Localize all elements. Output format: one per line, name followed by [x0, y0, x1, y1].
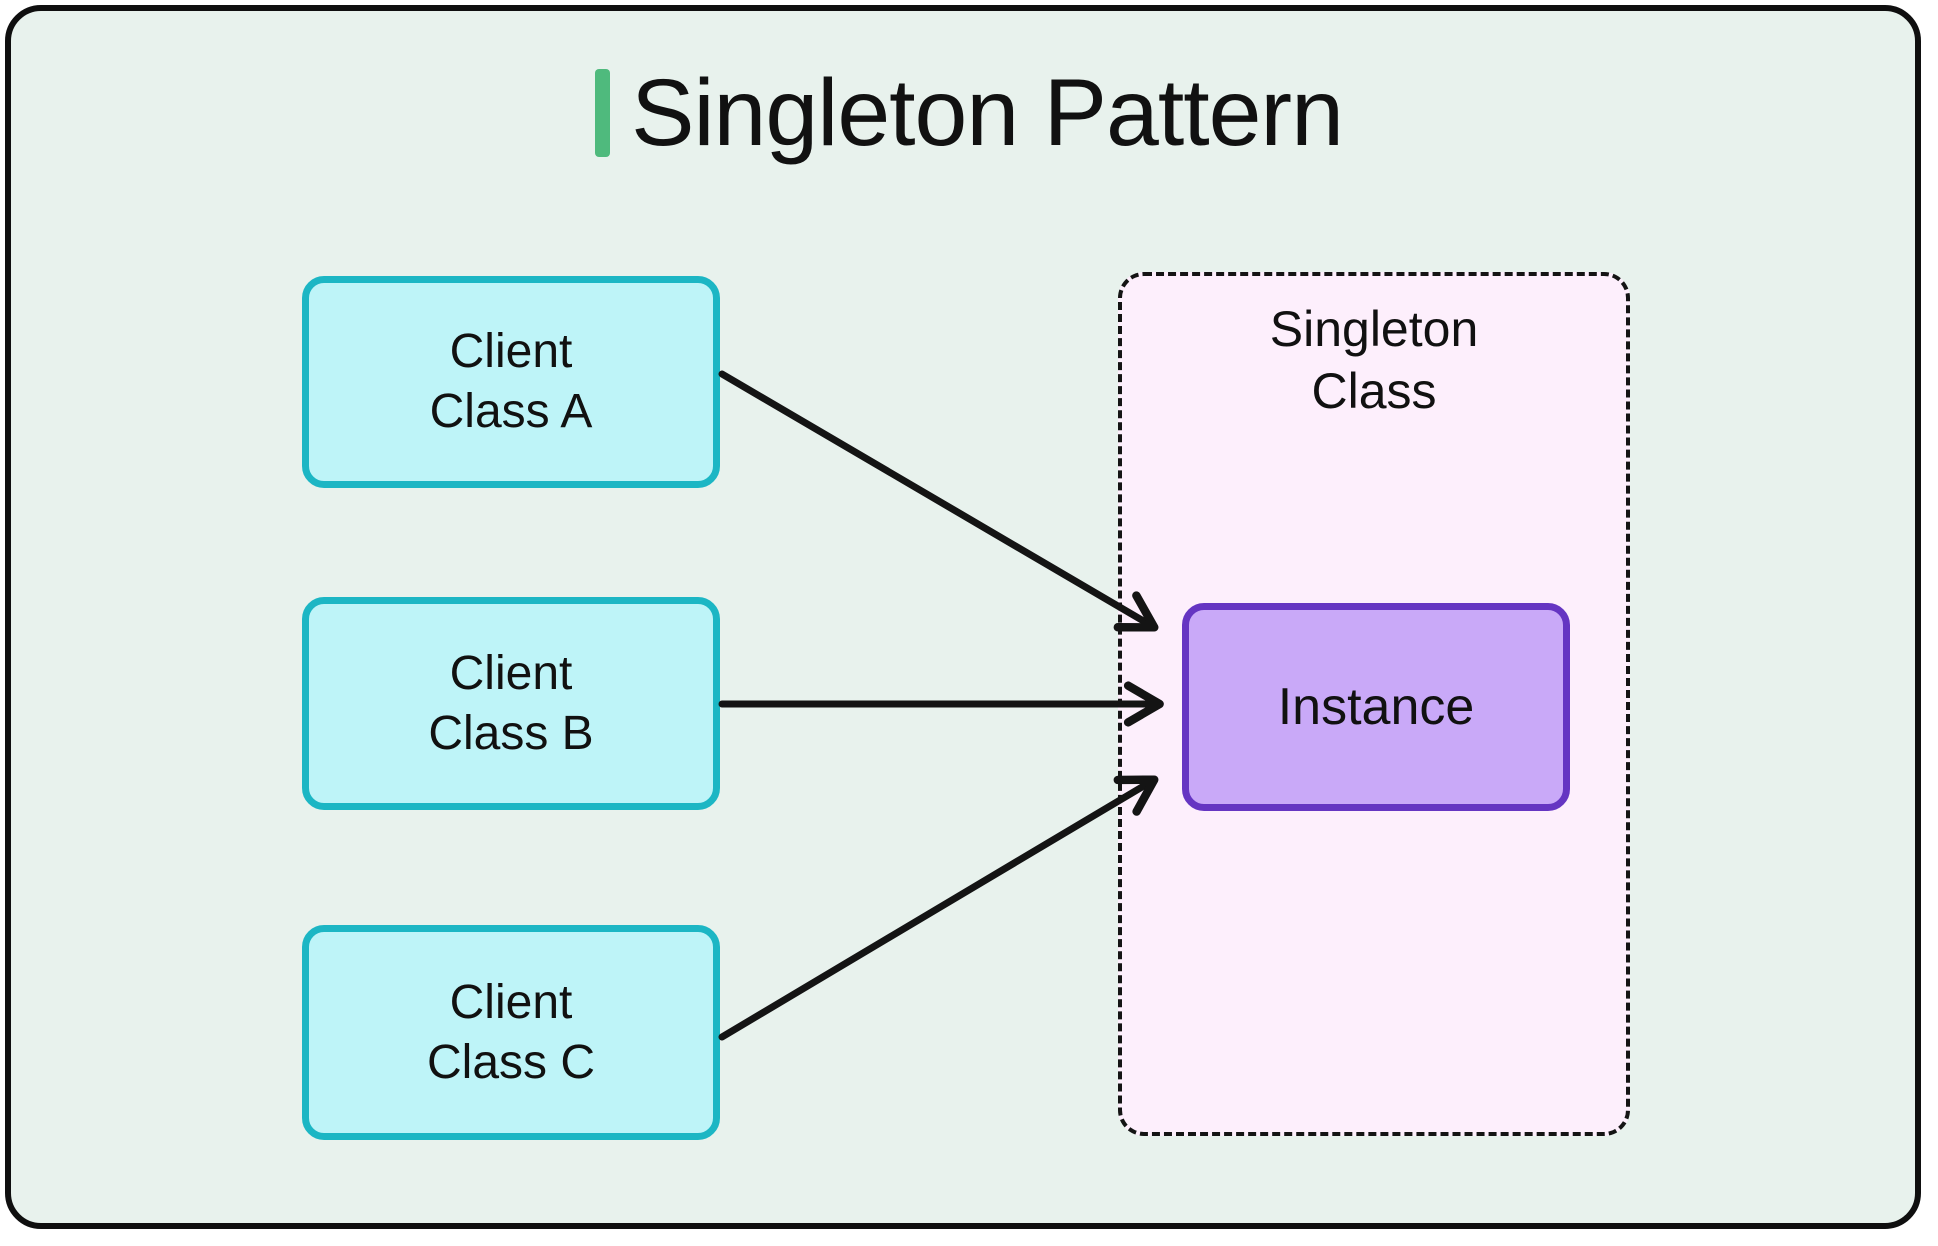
instance-node: Instance [1182, 603, 1570, 811]
client-class-a-label-line-2: Class A [429, 385, 593, 438]
singleton-class-label-line-1: Singleton [1269, 301, 1479, 357]
client-class-c-node: Client Class C [302, 925, 720, 1140]
client-class-c-label-line-1: Client [449, 975, 573, 1029]
client-class-a-label-line-1: Client [449, 325, 573, 378]
title-accent-bar [595, 69, 611, 157]
client-class-b-label-line-2: Class B [428, 706, 594, 760]
client-class-a-node: Client Class A [302, 276, 720, 488]
singleton-class-label-line-2: Class [1311, 363, 1437, 419]
client-class-b-label-line-1: Client [449, 646, 573, 700]
client-class-c-label-line-2: Class C [426, 1035, 596, 1089]
singleton-class-label: Singleton Class [1122, 298, 1626, 422]
title-row: Singleton Pattern [0, 60, 1938, 166]
page-title: Singleton Pattern [631, 59, 1344, 166]
diagram-canvas [5, 5, 1921, 1229]
instance-label: Instance [1277, 678, 1475, 736]
client-class-b-node: Client Class B [302, 597, 720, 810]
